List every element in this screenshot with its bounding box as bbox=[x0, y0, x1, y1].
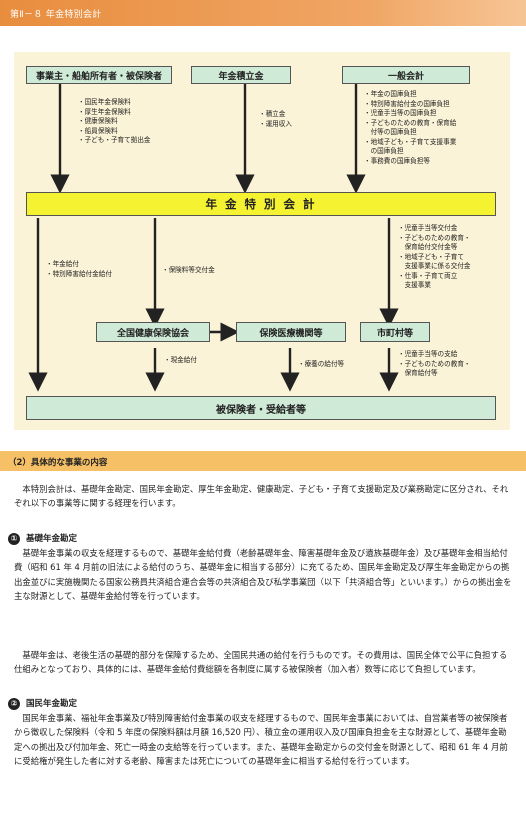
list-item: 支援事業に係る交付金 bbox=[398, 262, 471, 270]
list-general: ・年金の国庫負担 ・特別障害給付金の国庫負担 ・児童手当等の国庫負担 ・子どもの… bbox=[364, 90, 456, 166]
page-header-title: 第Ⅱ－８ 年金特別会計 bbox=[10, 10, 102, 20]
list-item: ・運用収入 bbox=[259, 119, 292, 128]
list-item: ・現金給付 bbox=[164, 356, 197, 364]
list-item: ・療養の給付等 bbox=[298, 360, 345, 368]
list-item: 保育給付交付金等 bbox=[398, 243, 458, 251]
national-pension-paragraph-1: 国民年金事業、福祉年金事業及び特別障害給付金事業の収支を経理するもので、国民年金… bbox=[14, 713, 508, 767]
list-item: ・厚生年金保険料 bbox=[78, 107, 131, 116]
subsection-title: 基礎年金勘定 bbox=[26, 534, 78, 544]
list-iryo: ・療養の給付等 bbox=[298, 360, 344, 370]
basic-pension-paragraph-1: 基礎年金事業の収支を経理するもので、基礎年金給付費（老齢基礎年金、障害基礎年金及… bbox=[14, 548, 512, 602]
list-middle-grants: ・保険料等交付金 bbox=[162, 266, 215, 276]
list-item: ・仕事・子育て両立 bbox=[398, 271, 458, 280]
list-item: ・地域子ども・子育て bbox=[398, 252, 464, 261]
list-item: ・子ども・子育て拠出金 bbox=[78, 136, 151, 144]
list-reserve: ・積立金 ・運用収入 bbox=[259, 110, 292, 129]
list-item: ・子どものための教育・ bbox=[398, 359, 471, 368]
list-item: ・児童手当等の国庫負担 bbox=[364, 109, 437, 117]
section-heading-bar: （2）具体的な事業の内容 bbox=[0, 451, 526, 471]
list-item: 保育給付等 bbox=[398, 369, 438, 377]
list-left-payments: ・年金給付 ・特別障害給付金給付 bbox=[46, 260, 112, 279]
flow-diagram-panel: 事業主・船舶所有者・被保険者 年金積立金 一般会計 ・国民年金保険料 ・厚生年金… bbox=[14, 52, 510, 430]
intro-paragraph: 本特別会計は、基礎年金勘定、国民年金勘定、厚生年金勘定、健康勘定、子ども・子育て… bbox=[14, 484, 509, 509]
list-item: ・特別障害給付金の国庫負担 bbox=[364, 99, 450, 108]
box-employers: 事業主・船舶所有者・被保険者 bbox=[26, 66, 172, 84]
box-municipalities: 市町村等 bbox=[360, 322, 430, 342]
box-medical-institutions: 保険医療機関等 bbox=[236, 322, 346, 342]
list-item: ・子どものための教育・保育給 bbox=[364, 118, 457, 127]
subsection-title: 国民年金勘定 bbox=[26, 699, 78, 709]
list-item: ・地域子ども・子育て支援事業 bbox=[364, 137, 457, 146]
box-general-account: 一般会計 bbox=[342, 66, 470, 84]
box-kyokai: 全国健康保険協会 bbox=[96, 322, 210, 342]
list-item: ・子どものための教育・ bbox=[398, 233, 471, 242]
list-item: ・児童手当等交付金 bbox=[398, 224, 458, 232]
box-insured-recipients: 被保険者・受給者等 bbox=[26, 396, 496, 420]
list-item: ・事務費の国庫負担等 bbox=[364, 156, 430, 165]
list-city: ・児童手当等の支給 ・子どものための教育・ 保育給付等 bbox=[398, 350, 471, 379]
section-heading: （2）具体的な事業の内容 bbox=[8, 458, 108, 468]
subsection-number: ① bbox=[8, 533, 20, 545]
list-item: ・船員保険料 bbox=[78, 126, 118, 135]
list-item: ・年金給付 bbox=[46, 260, 79, 268]
box-pension-reserve: 年金積立金 bbox=[191, 66, 291, 84]
list-employers: ・国民年金保険料 ・厚生年金保険料 ・健康保険料 ・船員保険料 ・子ども・子育て… bbox=[78, 98, 151, 146]
subsection-basic-pension-title: ① 基礎年金勘定 bbox=[8, 532, 77, 545]
list-item: ・特別障害給付金給付 bbox=[46, 269, 112, 278]
page-header: 第Ⅱ－８ 年金特別会計 bbox=[0, 0, 526, 26]
list-item: ・保険料等交付金 bbox=[162, 266, 215, 274]
list-item: 支援事業 bbox=[398, 281, 431, 289]
list-item: ・国民年金保険料 bbox=[78, 98, 131, 106]
list-item: ・積立金 bbox=[259, 110, 286, 118]
basic-pension-paragraph-2: 基礎年金は、老後生活の基礎的部分を保障するため、全国民共通の給付を行うものです。… bbox=[14, 650, 508, 675]
subsection-number: ② bbox=[8, 698, 20, 710]
box-pension-special-account: 年 金 特 別 会 計 bbox=[26, 192, 496, 216]
list-kyokai: ・現金給付 bbox=[164, 356, 197, 366]
list-item: ・年金の国庫負担 bbox=[364, 90, 417, 98]
flow-arrows bbox=[28, 83, 399, 392]
list-item: 付等の国庫負担 bbox=[364, 128, 417, 136]
list-item: ・児童手当等の支給 bbox=[398, 350, 458, 358]
list-item: ・健康保険料 bbox=[78, 117, 118, 125]
subsection-national-pension-title: ② 国民年金勘定 bbox=[8, 697, 77, 710]
list-right-grants: ・児童手当等交付金 ・子どものための教育・ 保育給付交付金等 ・地域子ども・子育… bbox=[398, 224, 471, 291]
list-item: の国庫負担 bbox=[364, 147, 404, 155]
